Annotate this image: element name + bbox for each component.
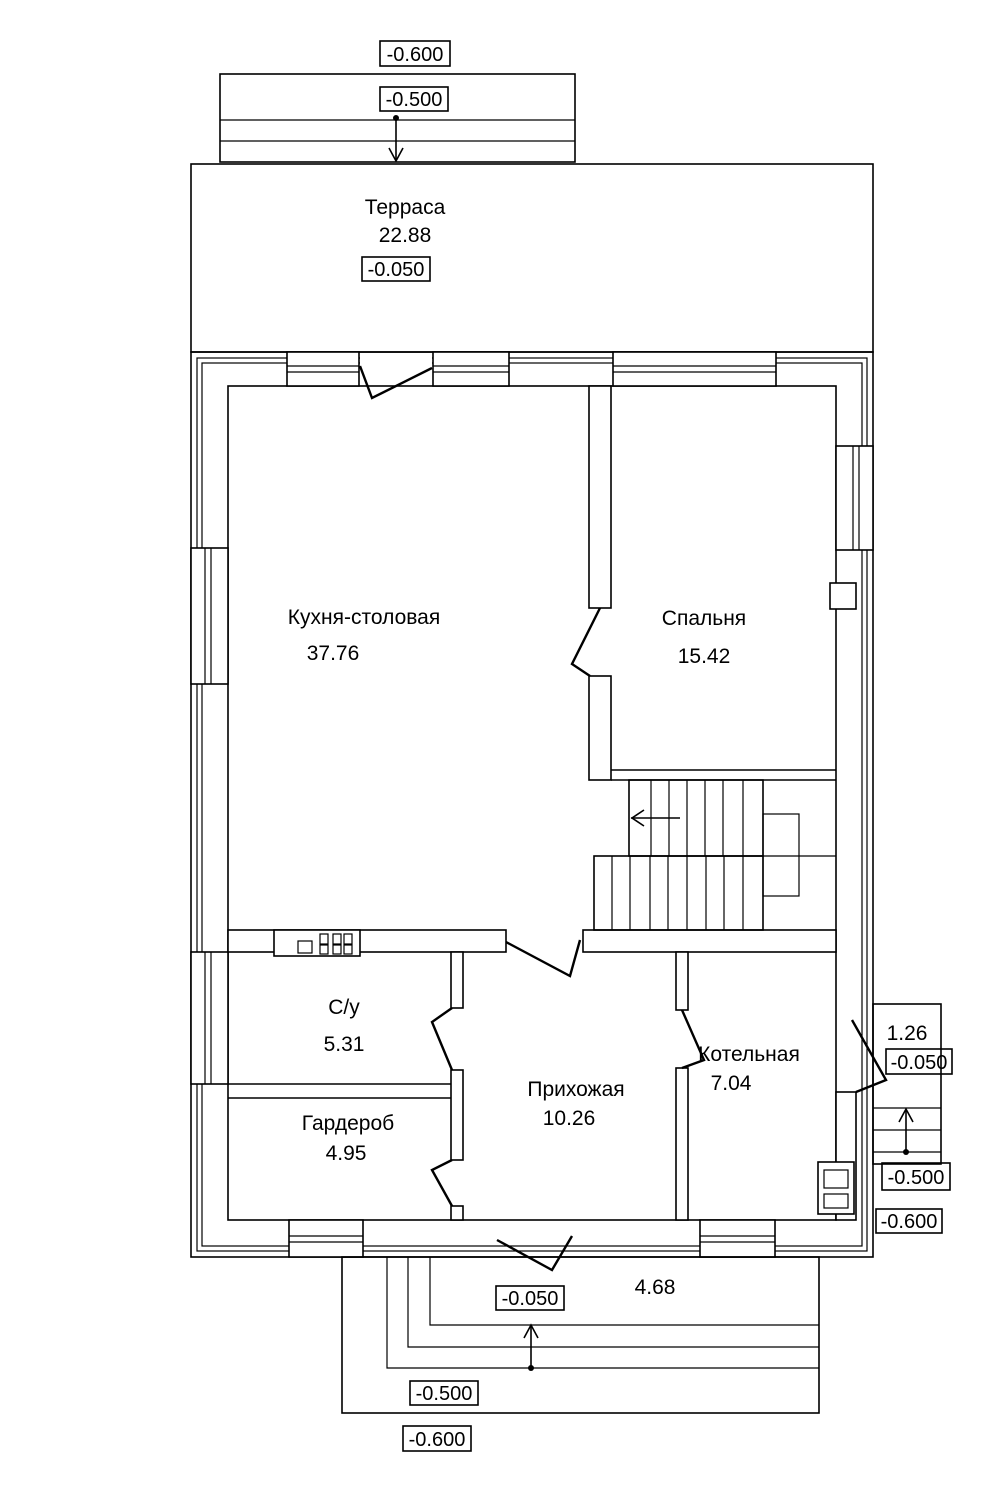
kitchen-name: Кухня-столовая (288, 606, 440, 629)
level-marks (361, 40, 953, 1452)
level-front-porch-floor: -0.050 (502, 1288, 559, 1310)
terrace-name: Терраса (365, 196, 446, 219)
kitchen-counter (273, 929, 361, 957)
windows-bottom (288, 1219, 776, 1258)
front-porch-area: 4.68 (635, 1276, 676, 1299)
level-side-porch-ground: -0.600 (881, 1211, 938, 1233)
level-side-porch-step: -0.500 (888, 1167, 945, 1189)
side-porch (872, 1003, 942, 1165)
staircase (593, 779, 836, 931)
bathroom-name: С/у (328, 996, 360, 1019)
boiler-name: Котельная (698, 1043, 800, 1066)
exterior-walls (190, 351, 874, 1258)
terrace-area: 22.88 (379, 224, 432, 247)
side-porch-area: 1.26 (887, 1022, 928, 1045)
interior-doors (430, 607, 888, 1272)
hallway-name: Прихожая (527, 1078, 624, 1101)
boiler-unit (817, 1161, 855, 1215)
boiler-area: 7.04 (711, 1072, 752, 1095)
terrace-outline (190, 163, 874, 353)
level-terrace-top-step: -0.500 (386, 89, 443, 111)
level-side-porch-floor: -0.050 (891, 1052, 948, 1074)
stair-direction-arrow-icon (630, 809, 645, 827)
terrace-steps (219, 73, 576, 163)
terrace-door (358, 353, 433, 400)
hallway-area: 10.26 (543, 1107, 596, 1130)
bedroom-area: 15.42 (678, 645, 731, 668)
bedroom-name: Спальня (662, 607, 746, 630)
kitchen-area: 37.76 (307, 642, 360, 665)
bathroom-area: 5.31 (324, 1033, 365, 1056)
level-front-porch-step: -0.500 (416, 1383, 473, 1405)
windows-top (286, 351, 777, 387)
interior-walls (227, 385, 857, 1221)
windows-right (835, 445, 874, 551)
front-porch (341, 1256, 820, 1414)
level-terrace-top-outer: -0.600 (387, 44, 444, 66)
windows-left (190, 547, 229, 1085)
wardrobe-name: Гардероб (302, 1112, 394, 1135)
level-front-porch-ground: -0.600 (409, 1429, 466, 1451)
wardrobe-area: 4.95 (326, 1142, 367, 1165)
level-terrace-floor: -0.050 (368, 259, 425, 281)
